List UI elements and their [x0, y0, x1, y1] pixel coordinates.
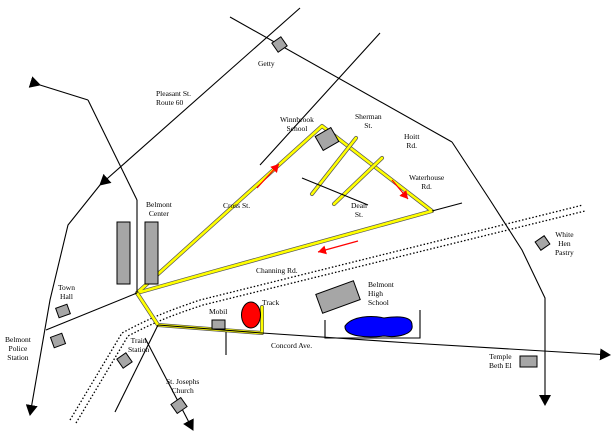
- belmont-center-building-2: [144, 221, 159, 285]
- town-hall-building: [55, 303, 71, 319]
- winnbrook-school-building: [314, 126, 340, 152]
- label-mobil: Mobil: [209, 307, 228, 316]
- label-concord-ave: Concord Ave.: [271, 341, 313, 350]
- top-road: [229, 16, 453, 143]
- label-channing-rd: Channing Rd.: [256, 266, 298, 275]
- label-cross-st: Cross St.: [223, 201, 251, 210]
- arrow-channing: [317, 240, 359, 255]
- mobil-building: [211, 319, 226, 330]
- waterhouse-ext-road: [431, 202, 463, 212]
- temple-beth-el-building: [519, 355, 538, 368]
- train-station-building: [116, 352, 133, 369]
- northwest-arrow-road: [28, 76, 89, 101]
- pleasant-st-road: [99, 7, 301, 186]
- pond: [344, 316, 413, 338]
- concord-south-road: [114, 324, 159, 413]
- label-pleasant-st: Pleasant St.Route 60: [156, 89, 191, 107]
- left-long-road: [25, 184, 101, 416]
- arrow-waterhouse: [391, 179, 409, 200]
- getty-building: [271, 36, 288, 53]
- st-josephs-road: [144, 337, 194, 431]
- belmont-center-building-1: [116, 221, 131, 285]
- roads: [25, 7, 611, 431]
- white-hen-pastry-building: [534, 235, 551, 251]
- school-driveway: [324, 310, 421, 339]
- railroad: [69, 204, 586, 424]
- track: [241, 301, 261, 329]
- pleasant-to-center-road: [87, 99, 138, 201]
- direction-arrows: [256, 163, 409, 255]
- label-getty: Getty: [258, 59, 275, 68]
- town-hall-road: [45, 292, 138, 331]
- cross-road-diagonal: [259, 32, 381, 166]
- belmont-high-school-building: [315, 280, 361, 314]
- police-station-building: [49, 332, 67, 349]
- st-josephs-church-building: [170, 396, 188, 415]
- label-track: Track: [262, 298, 280, 307]
- arrow-cross-st: [256, 163, 280, 189]
- buildings: [49, 36, 551, 415]
- dean-st-road: [301, 177, 369, 206]
- east-road: [451, 141, 551, 406]
